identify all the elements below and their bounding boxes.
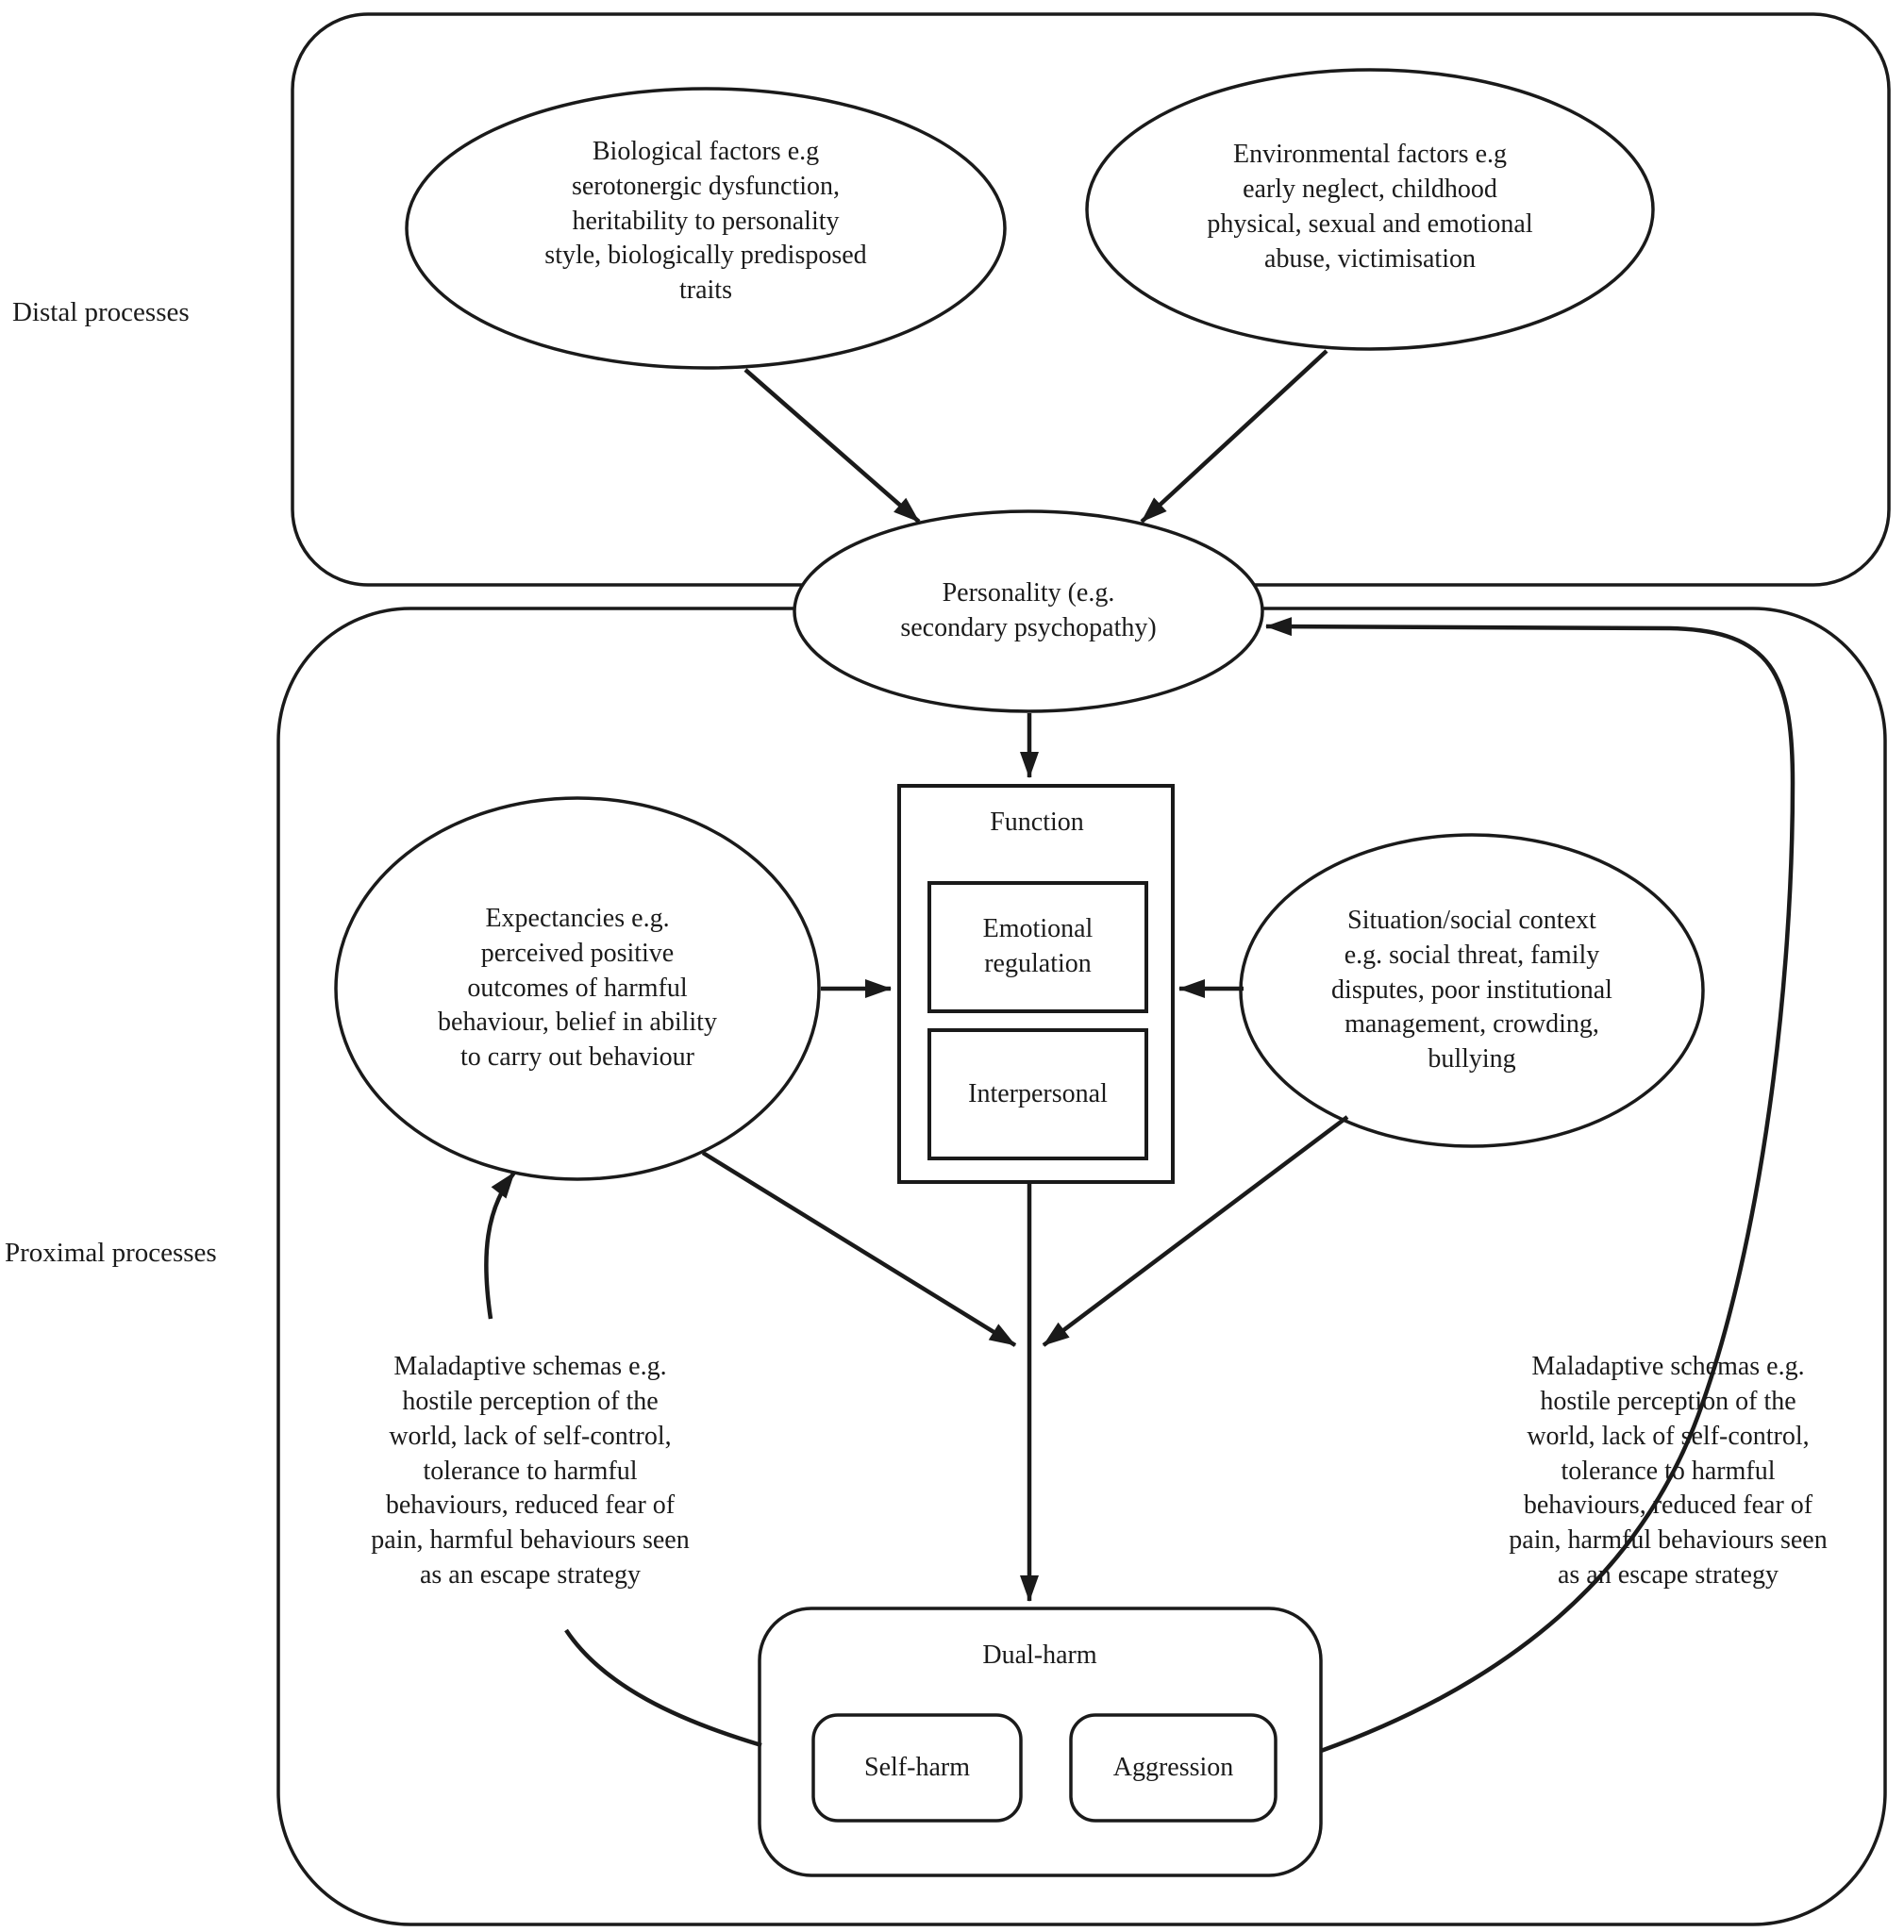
curve-dual-harm-to-expectancies-lower (564, 1628, 762, 1748)
expectancies-text: Expectancies e.g. perceived positive out… (438, 903, 717, 1073)
emotional-regulation-text: Emotional regulation (982, 914, 1094, 978)
maladaptive-schemas-left-text: Maladaptive schemas e.g. hostile percept… (371, 1351, 690, 1591)
arrow-expectancies-to-convergence (701, 1151, 1017, 1347)
interpersonal-box (927, 1028, 1148, 1160)
personality-text: Personality (e.g. secondary psychopathy) (900, 578, 1157, 642)
environmental-factors-text: Environmental factors e.g early neglect,… (1207, 140, 1533, 274)
self-harm-text: Self-harm (864, 1752, 970, 1782)
personality-ellipse (793, 509, 1264, 713)
arrow-biological-to-personality (743, 368, 921, 524)
self-harm-box (811, 1713, 1023, 1823)
expectancies-ellipse (334, 796, 821, 1181)
proximal-processes-label: Proximal processes (5, 1238, 217, 1268)
distal-processes-label: Distal processes (12, 297, 190, 327)
maladaptive-schemas-right-text: Maladaptive schemas e.g. hostile percept… (1509, 1351, 1828, 1591)
situation-social-context-text: Situation/social context e.g. social thr… (1331, 905, 1612, 1074)
biological-factors-text: Biological factors e.g serotonergic dysf… (544, 136, 867, 306)
aggression-box (1069, 1713, 1278, 1823)
arrow-environmental-to-personality (1140, 349, 1328, 524)
environmental-factors-ellipse (1085, 68, 1655, 351)
aggression-text: Aggression (1112, 1752, 1234, 1782)
curve-dual-harm-to-expectancies-arrow (484, 1171, 516, 1320)
emotional-regulation-box (927, 881, 1148, 1013)
arrow-situation-to-convergence (1042, 1115, 1349, 1347)
dual-harm-title: Dual-harm (982, 1641, 1097, 1671)
curve-dual-harm-to-personality (1265, 617, 1795, 1754)
interpersonal-text: Interpersonal (968, 1078, 1108, 1108)
function-title: Function (990, 808, 1084, 838)
biological-factors-ellipse (405, 87, 1007, 370)
